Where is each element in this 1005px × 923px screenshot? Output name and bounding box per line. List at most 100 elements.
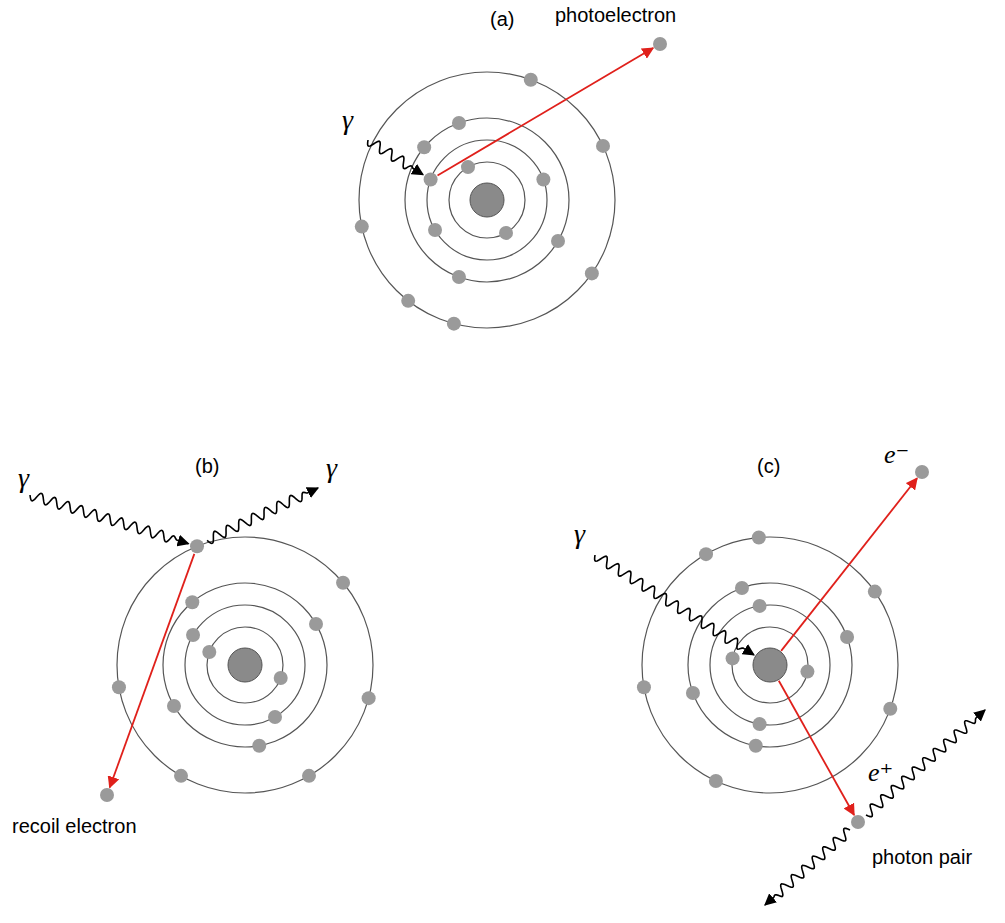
photon-symbol-holder: γ xyxy=(342,104,353,136)
electron xyxy=(749,739,763,753)
photon-symbol: γ xyxy=(342,104,353,136)
electron xyxy=(452,116,466,130)
electron-shell xyxy=(688,583,852,747)
electron xyxy=(447,317,461,331)
electron-shell xyxy=(359,72,615,328)
particle-track xyxy=(438,48,654,175)
electron-shell xyxy=(163,583,327,747)
photon-symbol-holder: γ xyxy=(326,452,337,484)
particle-symbol-holder: e⁺ xyxy=(868,758,893,788)
photon-symbol: γ xyxy=(18,462,29,494)
electron-shell xyxy=(710,605,830,725)
particle-symbol-holder: e⁻ xyxy=(884,440,909,470)
particle-track xyxy=(781,478,917,651)
nucleus xyxy=(753,648,787,682)
electron xyxy=(424,172,438,186)
electron xyxy=(726,651,740,665)
panel-label: (b) xyxy=(195,455,219,478)
electron xyxy=(185,595,199,609)
nucleus xyxy=(228,648,262,682)
electron xyxy=(585,266,599,280)
electron-dot xyxy=(915,465,929,479)
electron-shell xyxy=(449,162,525,238)
recoil-electron-dot xyxy=(100,788,114,802)
photon-symbol: γ xyxy=(326,452,337,484)
nucleus xyxy=(470,183,504,217)
electron-shell xyxy=(427,140,547,260)
electron xyxy=(735,581,749,595)
electron-shell xyxy=(732,627,808,703)
panel-label-holder: (c) xyxy=(757,455,780,478)
electron xyxy=(268,710,282,724)
particle-track xyxy=(110,554,195,788)
particle-symbol: e⁻ xyxy=(884,440,909,470)
electron xyxy=(800,665,814,679)
particle-track xyxy=(779,681,854,815)
photon-symbol: γ xyxy=(574,518,585,550)
electron-shell xyxy=(185,605,305,725)
electron xyxy=(112,680,126,694)
electron xyxy=(355,220,369,234)
atom-model xyxy=(355,72,615,331)
electron xyxy=(252,739,266,753)
photon-wave xyxy=(866,710,985,817)
electron xyxy=(274,671,288,685)
photon-symbol-holder: γ xyxy=(18,462,29,494)
electron xyxy=(753,717,767,731)
electron xyxy=(883,702,897,716)
particle-label: photon pair xyxy=(872,846,972,869)
electron xyxy=(524,73,538,87)
photon-symbol-holder: γ xyxy=(574,518,585,550)
particle-label-holder: recoil electron xyxy=(12,815,137,838)
electron xyxy=(637,680,651,694)
electron xyxy=(536,172,550,186)
electron xyxy=(401,294,415,308)
electron xyxy=(752,530,766,544)
electron-shell xyxy=(207,627,283,703)
electron xyxy=(302,769,316,783)
electron-shell xyxy=(405,118,569,282)
electron xyxy=(428,223,442,237)
panel-label-holder: (a) xyxy=(490,8,514,31)
electron xyxy=(499,226,513,240)
electron xyxy=(840,630,854,644)
electron xyxy=(686,686,700,700)
electron xyxy=(596,139,610,153)
atom-model xyxy=(637,530,898,793)
particle-label-holder: photon pair xyxy=(872,846,972,869)
electron xyxy=(202,645,216,659)
photon-wave xyxy=(207,488,318,543)
electron xyxy=(309,617,323,631)
panel-label: (a) xyxy=(490,8,514,31)
particle-symbol: e⁺ xyxy=(868,758,893,788)
photoelectron-dot xyxy=(653,37,667,51)
electron xyxy=(167,699,181,713)
electron xyxy=(452,270,466,284)
electron xyxy=(417,140,431,154)
particle-label: photoelectron xyxy=(555,4,676,27)
electron xyxy=(699,547,713,561)
atom-model xyxy=(112,537,376,793)
electron xyxy=(174,769,188,783)
electron-shell xyxy=(117,537,373,793)
photon-wave xyxy=(765,828,850,905)
particle-label-holder: photoelectron xyxy=(555,4,676,27)
electron-shell xyxy=(642,537,898,793)
photon-wave xyxy=(368,140,423,175)
photon-wave xyxy=(595,555,754,655)
electron xyxy=(551,234,565,248)
positron-dot xyxy=(851,815,865,829)
electron xyxy=(190,539,204,553)
electron xyxy=(186,628,200,642)
panel-label-holder: (b) xyxy=(195,455,219,478)
electron xyxy=(868,585,882,599)
electron xyxy=(461,160,475,174)
electron xyxy=(709,774,723,788)
electron xyxy=(362,691,376,705)
panel-label: (c) xyxy=(757,455,780,478)
electron xyxy=(336,576,350,590)
particle-label: recoil electron xyxy=(12,815,137,838)
photon-wave xyxy=(30,493,188,543)
